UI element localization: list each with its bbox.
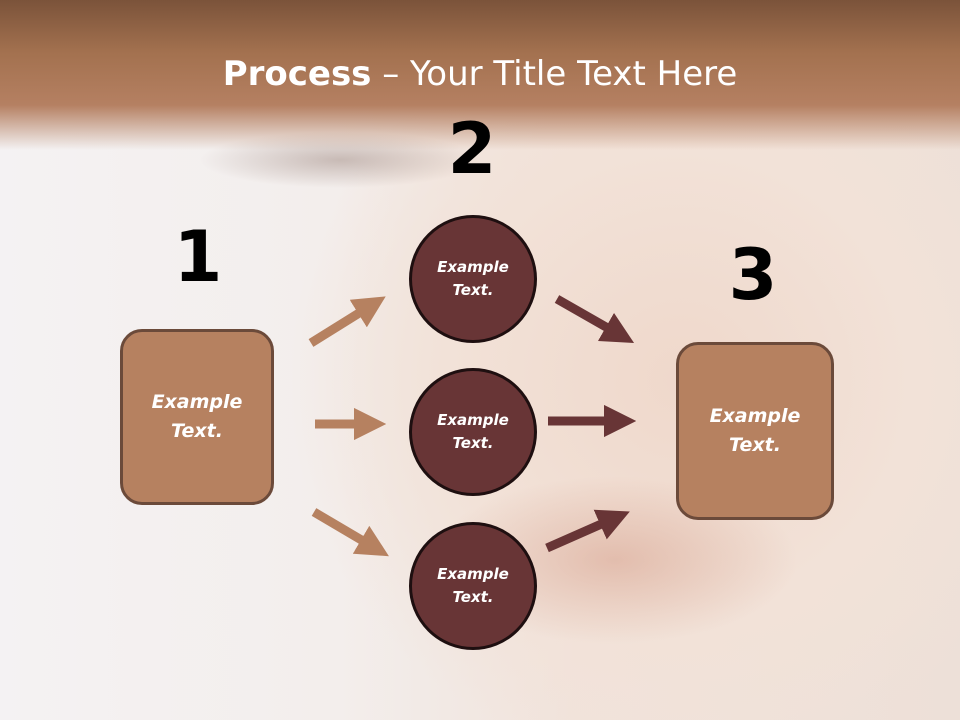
left-box-label: Example Text. — [151, 391, 243, 442]
title-banner — [0, 0, 960, 150]
circle-middle-label: Example Text. — [437, 411, 509, 452]
left-process-box: Example Text. — [120, 329, 274, 505]
title-rest: – Your Title Text Here — [371, 54, 738, 94]
circle-top-label: Example Text. — [437, 258, 509, 299]
step-number-2: 2 — [447, 108, 497, 190]
circle-top: Example Text. — [409, 215, 537, 343]
title-bold: Process — [222, 54, 372, 94]
right-box-label: Example Text. — [709, 405, 801, 456]
right-process-box: Example Text. — [676, 342, 834, 520]
arrow-from-bottom — [545, 509, 630, 553]
slide-title: Process – Your Title Text Here — [0, 52, 960, 96]
circle-middle: Example Text. — [409, 368, 537, 496]
arrow-to-bottom — [311, 508, 389, 557]
arrow-to-top — [308, 296, 386, 347]
circle-bottom: Example Text. — [409, 522, 537, 650]
step-number-3: 3 — [728, 234, 778, 316]
arrow-from-top — [554, 295, 635, 344]
step-number-1: 1 — [173, 216, 223, 298]
circle-bottom-label: Example Text. — [437, 565, 509, 606]
